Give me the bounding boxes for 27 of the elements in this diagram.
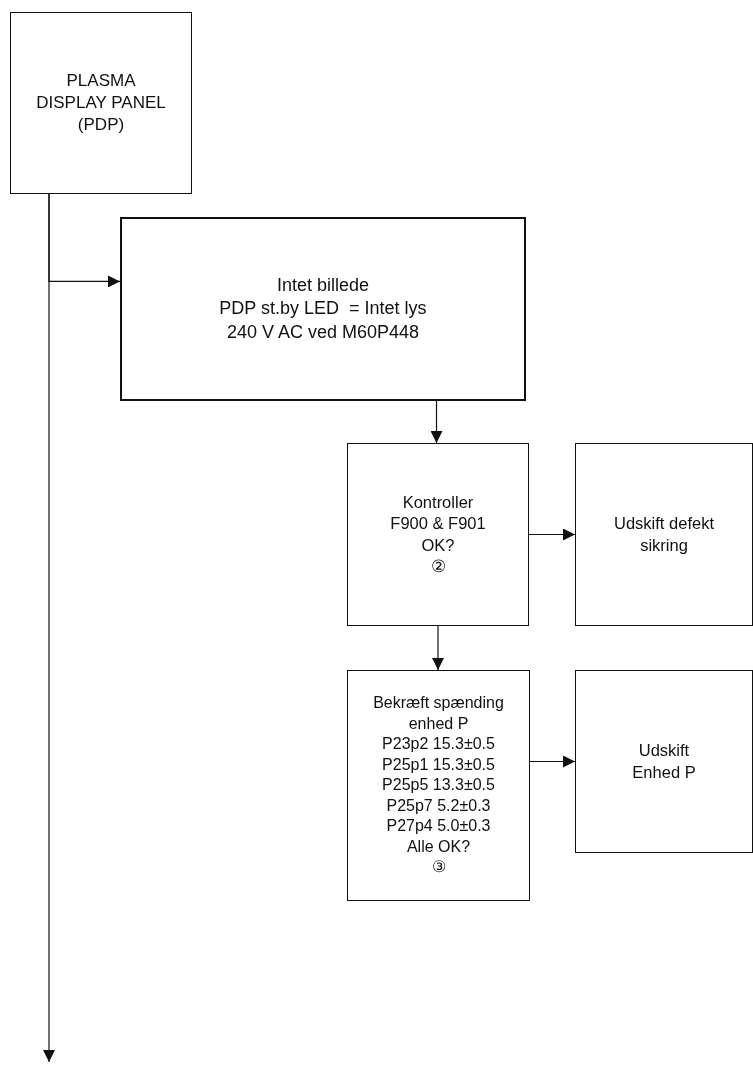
box-text: ③ [431, 857, 446, 878]
process-box [575, 443, 753, 626]
process-box [347, 443, 529, 626]
box-text: P25p7 5.2±0.3 [386, 795, 491, 816]
box-text: Udskift defekt sikring [613, 513, 715, 556]
box-text: ② [430, 555, 446, 577]
process-box [10, 12, 192, 194]
arrow [48, 193, 121, 288]
box-text: P25p5 13.3±0.5 [382, 775, 495, 796]
arrow [432, 625, 444, 671]
box-text: P27p4 5.0±0.3 [386, 816, 491, 837]
box-text: PDP st.by LED = Intet lys [219, 297, 427, 321]
arrow [529, 755, 576, 768]
box-text: Udskift Enhed P [631, 740, 697, 783]
box-text: PLASMA DISPLAY PANEL (PDP) [36, 70, 166, 136]
box-text: Alle OK? [406, 836, 471, 857]
box-text: Intet billede [276, 274, 370, 298]
box-text: P23p2 15.3±0.5 [382, 734, 495, 755]
box-text: Kontroller F900 & F901 OK? [389, 492, 487, 556]
process-box [575, 670, 753, 853]
box-text: 240 V AC ved M60P448 [226, 320, 420, 344]
arrow [430, 400, 443, 444]
box-text: P25p1 15.3±0.5 [382, 754, 495, 775]
process-box [120, 217, 526, 401]
arrow [528, 528, 576, 541]
process-box [347, 670, 530, 901]
box-text: Bekræft spænding enhed P [372, 693, 505, 734]
